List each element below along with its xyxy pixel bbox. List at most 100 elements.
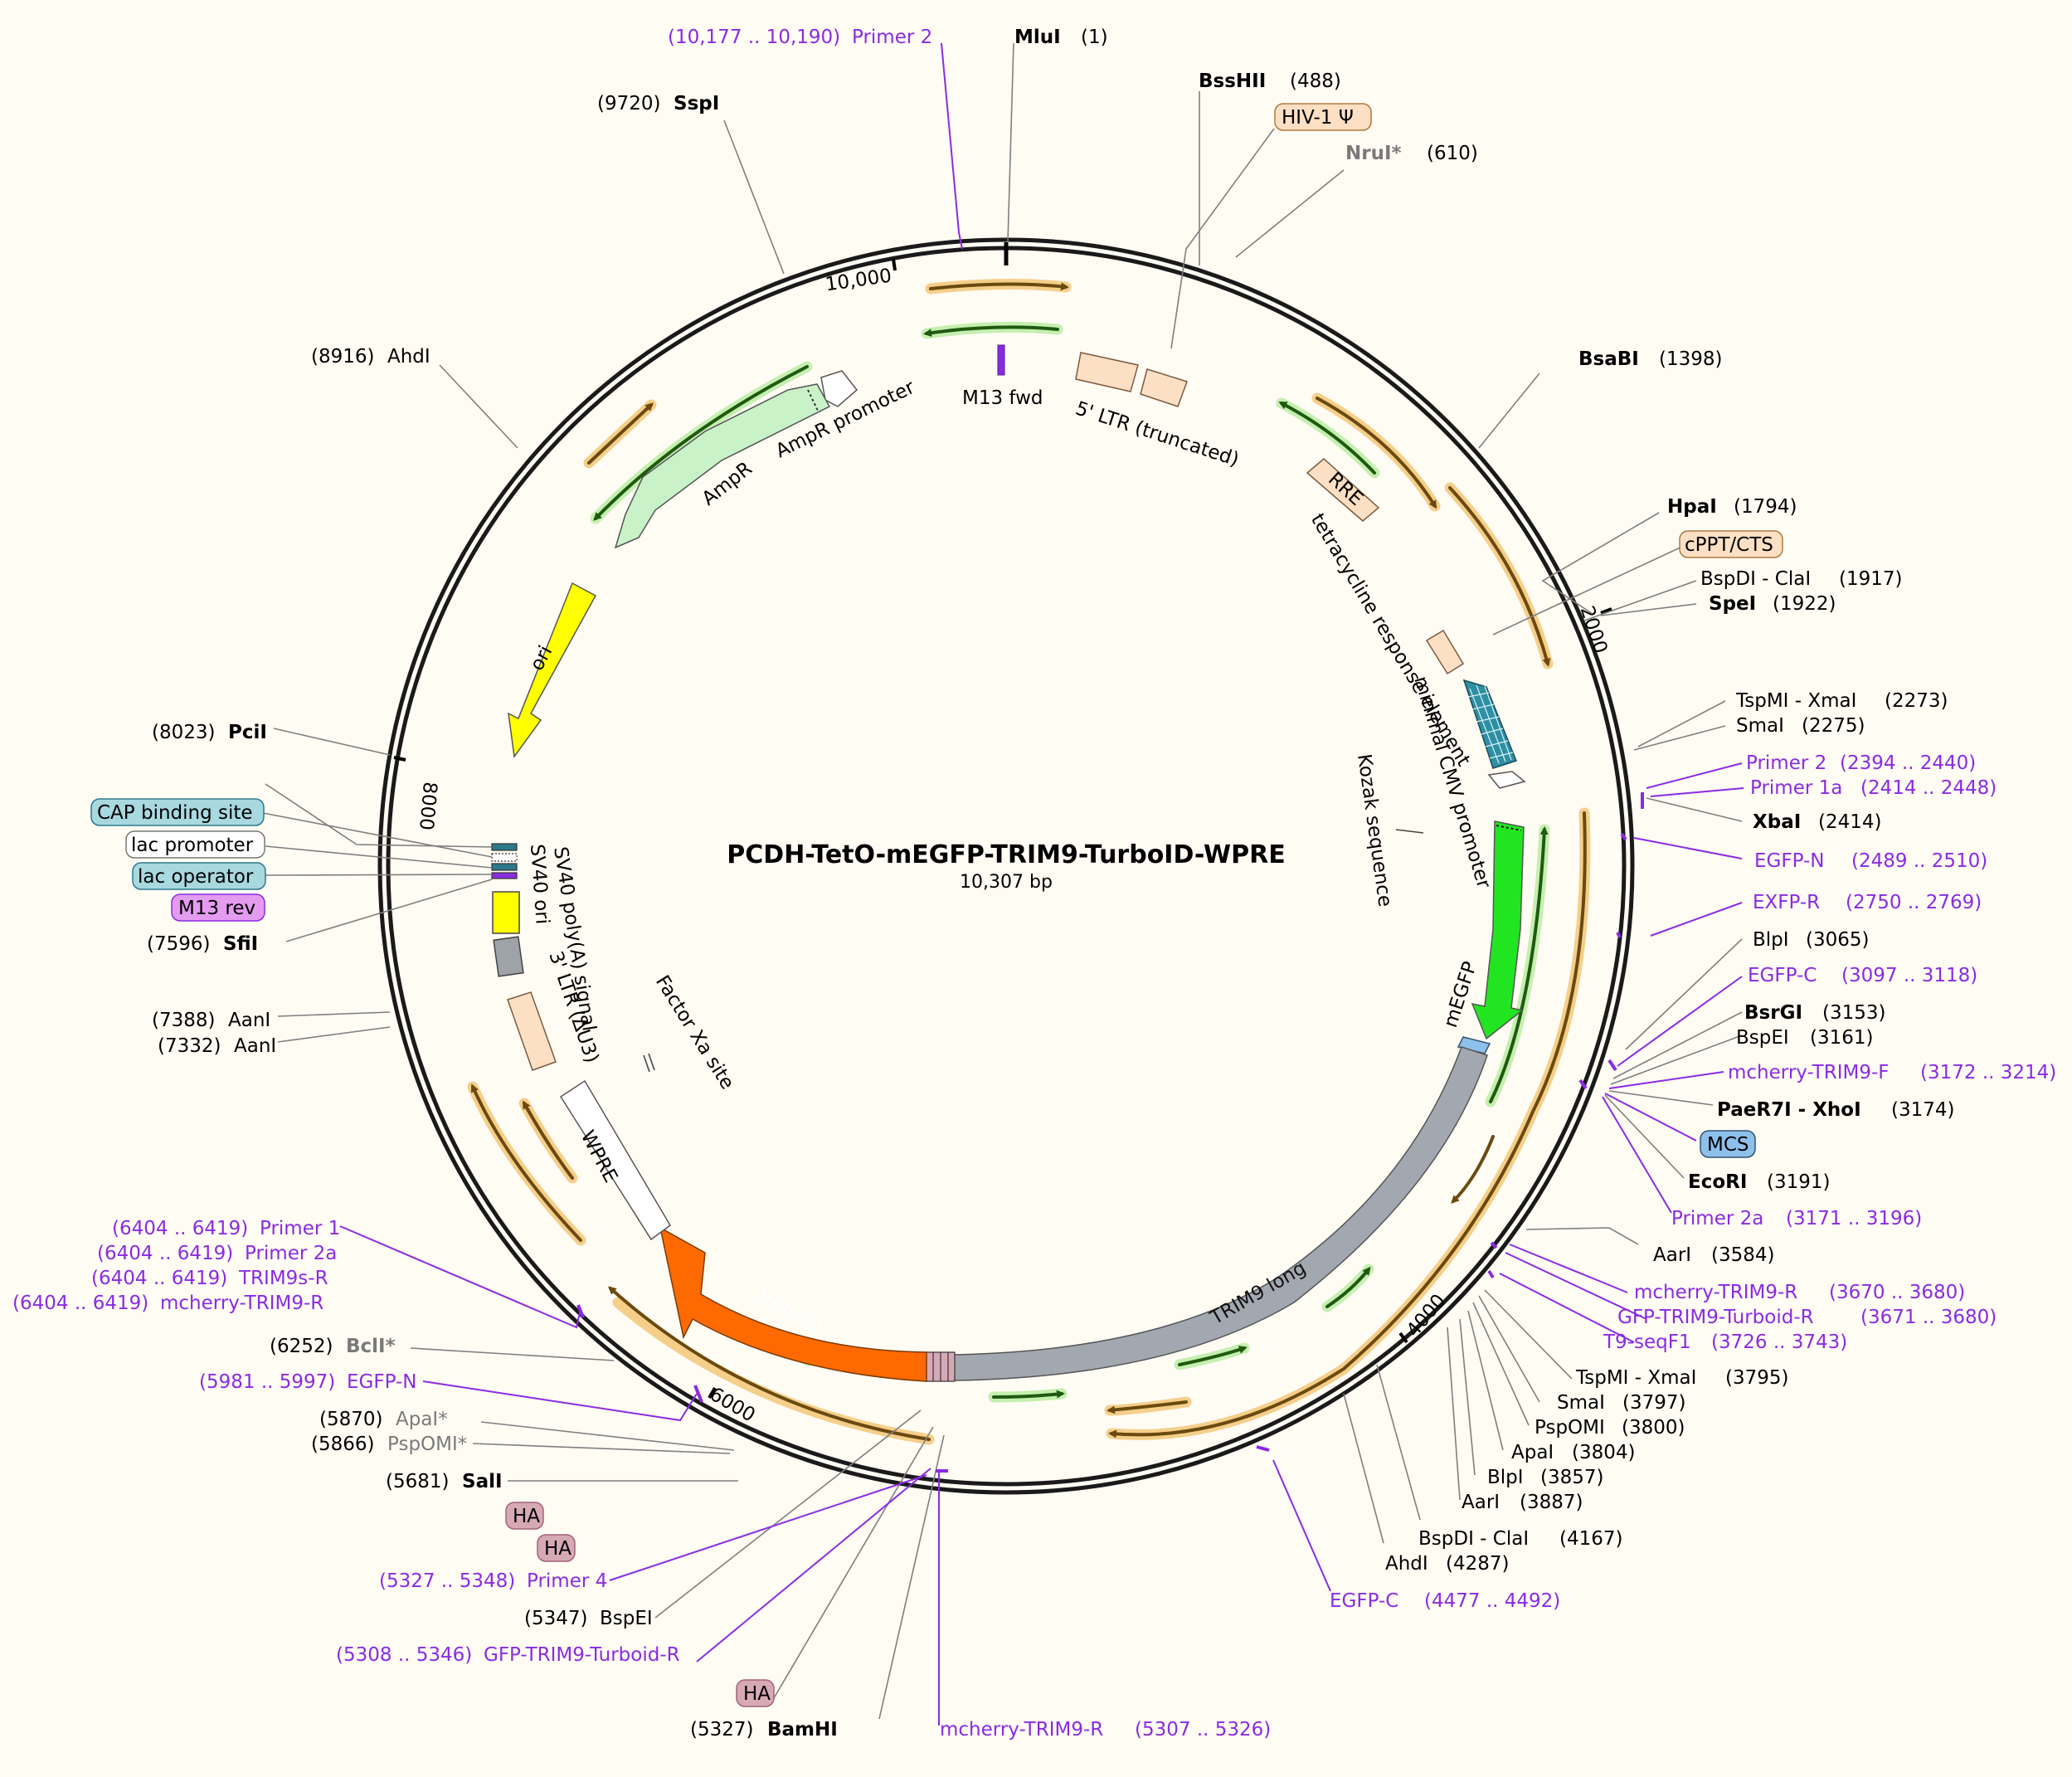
ha3-label: HA xyxy=(743,1683,771,1705)
factor-xa-mark-2 xyxy=(648,1053,655,1071)
bspdi2-label: BspDI - ClaI xyxy=(1418,1528,1529,1550)
lac-region xyxy=(491,843,518,879)
gfptt1-label: GFP-TRIM9-Turboid-R xyxy=(1617,1307,1814,1328)
bsshii-label: BssHII xyxy=(1199,71,1266,92)
primer2a1-pos: (3171 .. 3196) xyxy=(1786,1208,1922,1229)
primer2b-label: Primer 2 xyxy=(1746,752,1826,774)
ahdi2-pos: (4287) xyxy=(1446,1553,1509,1575)
ahdi-pos: (8916) xyxy=(311,346,374,368)
m13-fwd-feature xyxy=(997,344,1005,376)
ampr-arrow xyxy=(614,383,831,549)
primer2a1-label: Primer 2a xyxy=(1671,1208,1763,1229)
bamhi-label: BamHI xyxy=(767,1719,838,1740)
tspmi1-label: TspMI - XmaI xyxy=(1735,690,1856,712)
xbai-pos: (2414) xyxy=(1818,811,1881,833)
smai2-label: SmaI xyxy=(1557,1392,1605,1414)
aari2-pos: (3887) xyxy=(1520,1492,1583,1513)
nrui-label: NruI* xyxy=(1345,143,1402,164)
gfptt2-pos: (5308 .. 5346) xyxy=(336,1644,472,1666)
cppt-pill xyxy=(1679,530,1783,558)
sfii-pos: (7596) xyxy=(147,933,210,955)
bcli-label: BclI* xyxy=(346,1336,396,1357)
ltr5-box-1 xyxy=(1075,352,1139,392)
cppt-box xyxy=(1425,629,1465,675)
sali-label: SalI xyxy=(462,1471,503,1492)
aari1-pos: (3584) xyxy=(1711,1244,1774,1266)
sv40ori-label: SV40 ori xyxy=(526,844,553,925)
leader-lines xyxy=(262,42,1744,1726)
blpi2-label: BlpI xyxy=(1487,1467,1524,1488)
mchr3-label: mcherry-TRIM9-R xyxy=(160,1293,323,1314)
tre-box xyxy=(1462,679,1517,769)
primer2b-pos: (2394 .. 2440) xyxy=(1840,752,1976,774)
bspei1-pos: (3161) xyxy=(1810,1027,1873,1049)
apai1-label: ApaI* xyxy=(396,1409,448,1430)
egfpc1-pos: (3097 .. 3118) xyxy=(1841,965,1977,986)
ahdi-label: AhdI xyxy=(387,346,430,368)
mchr2-label: mcherry-TRIM9-R xyxy=(940,1719,1103,1740)
sspi-label: SspI xyxy=(674,93,719,114)
gfptt2-label: GFP-TRIM9-Turboid-R xyxy=(484,1644,680,1666)
paer7i-pos: (3174) xyxy=(1891,1099,1954,1121)
wpre-box xyxy=(559,1079,671,1241)
t9seq-label: T9-seqF1 xyxy=(1603,1332,1691,1353)
pspomi2-pos: (3800) xyxy=(1622,1417,1685,1439)
bsrgi-pos: (3153) xyxy=(1822,1002,1885,1024)
bsrgi-label: BsrGI xyxy=(1744,1002,1802,1024)
bsabi-label: BsaBI xyxy=(1578,348,1639,370)
p2a-pos: (6404 .. 6419) xyxy=(97,1243,233,1264)
blpi1-pos: (3065) xyxy=(1806,929,1869,951)
primer1a-label: Primer 1a xyxy=(1750,777,1842,799)
megfp-arrow xyxy=(1471,820,1525,1040)
primer1a-pos: (2414 .. 2448) xyxy=(1860,777,1997,799)
primer2-top-pos: (10,177 .. 10,190) xyxy=(668,27,840,48)
nrui-pos: (610) xyxy=(1427,143,1478,164)
primer4-pos: (5327 .. 5348) xyxy=(379,1570,515,1592)
hiv-psi-label: HIV-1 Ψ xyxy=(1282,107,1354,129)
sv40polya-label: SV40 poly(A) signal xyxy=(549,845,600,1033)
aari2-label: AarI xyxy=(1462,1492,1500,1513)
primer2-top-label: Primer 2 xyxy=(852,27,932,48)
factor-xa-mark-1 xyxy=(643,1054,650,1073)
p1-label: Primer 1 xyxy=(260,1218,340,1239)
kozak-tick xyxy=(1395,829,1424,834)
bsabi-pos: (1398) xyxy=(1659,348,1722,370)
egfpn2-pos: (5981 .. 5997) xyxy=(199,1371,335,1393)
bspei1-label: BspEI xyxy=(1736,1027,1789,1049)
egfpc1-label: EGFP-C xyxy=(1748,965,1817,986)
ha-tags xyxy=(924,1351,956,1382)
xbai-label: XbaI xyxy=(1753,811,1801,833)
ampr-divider xyxy=(807,389,819,411)
t9r-pos: (6404 .. 6419) xyxy=(91,1268,227,1289)
blpi2-pos: (3857) xyxy=(1540,1467,1603,1488)
mchf-label: mcherry-TRIM9-F xyxy=(1728,1062,1890,1083)
factor-xa-label: Factor Xa site xyxy=(651,971,738,1093)
tspmi2-label: TspMI - XmaI xyxy=(1575,1367,1696,1389)
mchr1-pos: (3670 .. 3680) xyxy=(1829,1282,1965,1303)
gfptt1-pos: (3671 .. 3680) xyxy=(1860,1307,1997,1328)
orf-arcs xyxy=(467,278,1591,1445)
bspdi2-pos: (4167) xyxy=(1559,1528,1622,1550)
sv40-box-grey xyxy=(493,936,524,977)
t9seq-pos: (3726 .. 3743) xyxy=(1711,1332,1847,1353)
lac-promoter-label: lac promoter xyxy=(131,835,254,856)
mlui-label: MluI xyxy=(1014,27,1061,48)
kozak-label: Kozak sequence xyxy=(1353,752,1396,908)
mchr2-pos: (5307 .. 5326) xyxy=(1135,1719,1271,1740)
primer4-label: Primer 4 xyxy=(527,1570,607,1592)
aani1-pos: (7388) xyxy=(152,1010,215,1031)
ltr5-box-2 xyxy=(1140,368,1188,407)
pspomi2-label: PspOMI xyxy=(1535,1417,1605,1439)
egfpn1-pos: (2489 .. 2510) xyxy=(1851,850,1987,872)
sv40-box-yellow xyxy=(492,891,520,934)
plasmid-size: 10,307 bp xyxy=(960,872,1053,893)
bspdi1-pos: (1917) xyxy=(1839,568,1902,590)
m13-fwd-label: M13 fwd xyxy=(962,387,1043,409)
t9r-label: TRIM9s-R xyxy=(238,1268,328,1289)
aani1-label: AanI xyxy=(228,1010,270,1031)
ha2-pill xyxy=(537,1534,576,1562)
lac-operator-label: lac operator xyxy=(138,866,254,888)
cppt-label: cPPT/CTS xyxy=(1685,534,1773,556)
apai1-pos: (5870) xyxy=(319,1409,382,1430)
pcii-label: PciI xyxy=(228,722,267,743)
